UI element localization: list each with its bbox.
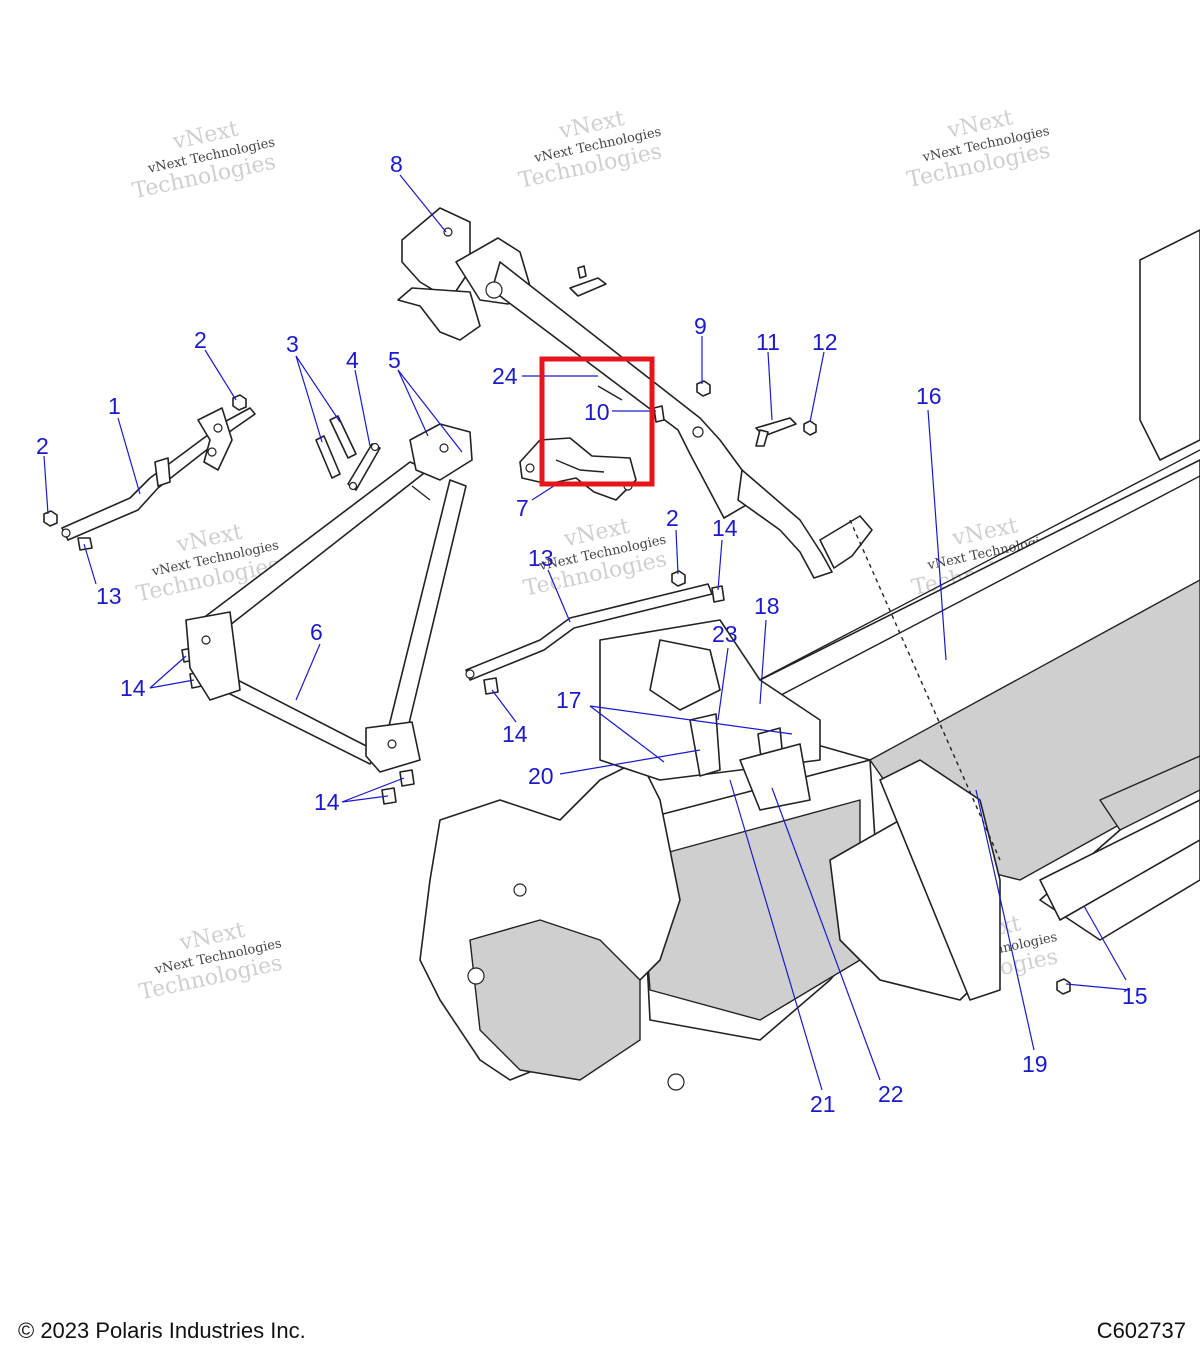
callout-13: 13 [528,545,554,571]
callout-2: 2 [194,327,207,353]
callout-15: 15 [1122,983,1148,1009]
part-9-nut [696,380,711,397]
callout-20: 20 [528,763,554,789]
part-3-bolt [315,415,357,479]
callout-5: 5 [388,347,401,373]
callout-8: 8 [390,151,403,177]
callout-14: 14 [120,675,146,701]
callout-7: 7 [516,495,529,521]
part-12-nut [803,420,817,436]
part-10-bolt [653,405,665,423]
part-13-rod [465,583,713,681]
part-2-nut [43,394,686,587]
callout-17: 17 [556,687,582,713]
callout-11: 11 [756,329,780,355]
callout-14: 13 [96,583,122,609]
part-11-clip [755,417,797,447]
callout-10: 10 [584,399,610,425]
callout-1: 1 [108,393,121,419]
callout-labels-2: 13 6 14 14 14 18 23 17 20 21 22 19 15 [120,545,1148,1117]
highlight-box [539,356,655,487]
callout-14: 14 [712,515,738,541]
part-4-link [347,442,381,491]
callout-21: 21 [810,1091,836,1117]
callout-24: 24 [492,363,518,389]
callout-2: 2 [666,505,679,531]
callout-16: 16 [916,383,942,409]
callout-23: 23 [712,621,738,647]
callout-9: 9 [694,313,707,339]
part-clip-top [569,265,607,297]
part-24-pin [597,385,623,401]
callout-2: 2 [36,433,49,459]
callout-22: 22 [878,1081,904,1107]
callout-labels: 8 2 2 1 3 4 5 9 11 12 16 24 10 7 2 14 13 [36,151,942,609]
callout-14: 14 [314,789,340,815]
part-1-rod [61,407,256,541]
callout-6: 6 [310,619,323,645]
part-14-bolt [77,537,725,805]
part-8-upper-frame [397,207,873,579]
callout-12: 12 [812,329,838,355]
front-bulkhead [419,619,821,1091]
callout-18: 18 [754,593,780,619]
callout-14: 14 [502,721,528,747]
part-15-nut [1056,978,1071,995]
footer-copyright: © 2023 Polaris Industries Inc. [18,1318,306,1343]
callout-19: 19 [1022,1051,1048,1077]
footrest [1039,755,1200,921]
part-7-bracket [519,437,637,501]
callout-3: 3 [286,331,299,357]
callout-4: 4 [346,347,359,373]
part-6-a-frame [185,423,473,773]
footer-diagram-code: C602737 [1096,1318,1186,1343]
leader-lines [43,174,1131,1091]
